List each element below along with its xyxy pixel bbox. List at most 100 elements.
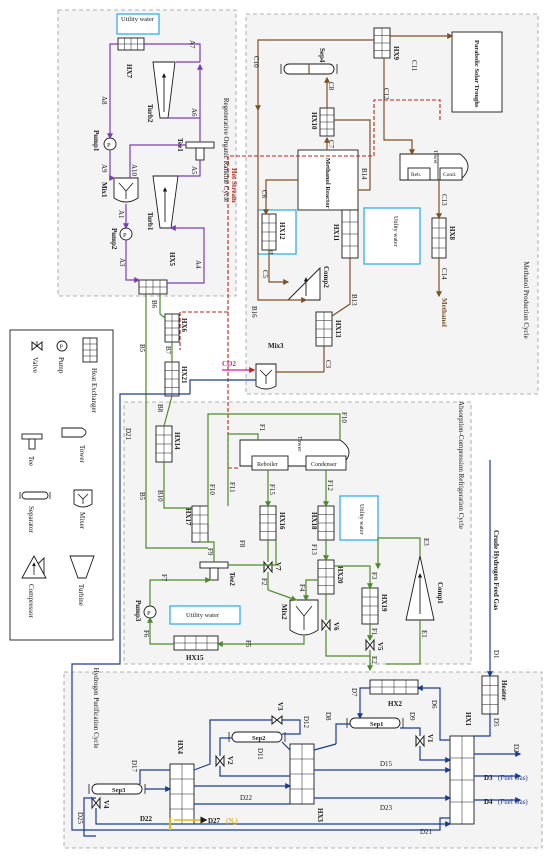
label-e1: E1 (420, 630, 428, 638)
orc-utility-water (116, 13, 160, 35)
stream-a5 (178, 160, 201, 177)
util-water-3-label: Utility water (358, 504, 364, 535)
hx1-label: HX1 (464, 712, 472, 727)
label-a4: A4 (194, 260, 202, 269)
hx14-label: HX14 (173, 432, 181, 450)
label-b5: B5 (138, 344, 146, 353)
orc-utility-water-label: Utility water (121, 16, 155, 23)
hx3-label: HX3 (316, 808, 324, 823)
label-c11: C11 (410, 60, 418, 72)
v4-label: V4 (102, 800, 110, 809)
methanol-tower: Reb. Cond. Tower (399, 150, 469, 181)
label-n2: (N₂) (226, 817, 238, 825)
label-f9: F9 (206, 548, 214, 556)
label-f13: F13 (310, 544, 318, 555)
condenser-label: Condenser (311, 462, 337, 468)
stream-f2 (267, 572, 298, 602)
hx18: HX18 (310, 505, 335, 541)
hx7: HX7 (117, 37, 145, 79)
sep4-label: Sep4 (318, 48, 326, 63)
comp2-label: Comp2 (322, 266, 330, 288)
label-b8: B8 (156, 404, 164, 413)
label-d11: D11 (256, 748, 264, 760)
turb1: Turb1 (146, 175, 179, 231)
stream-d17 (139, 769, 170, 784)
label-f1-top: F1 (258, 424, 266, 432)
stream-b6 (159, 294, 166, 319)
label-d25: D22 (240, 794, 253, 802)
stream-b16 (257, 110, 308, 303)
label-c5: C5 (261, 270, 269, 279)
label-c3: C3 (324, 360, 332, 369)
hot-stream-branch (179, 311, 228, 350)
v2-label: V2 (226, 756, 234, 765)
label-d3: D3 (484, 774, 493, 782)
hx12-label: HX12 (278, 222, 286, 240)
label-d23: D25 (76, 812, 84, 825)
hx19-label: HX19 (380, 594, 388, 612)
hx2-label: HX2 (388, 700, 403, 708)
stream-d12 (282, 719, 301, 735)
stream-d21 (95, 808, 452, 827)
hx9-label: HX9 (392, 46, 400, 61)
legend-valve-label: Valve (31, 357, 39, 373)
stream-a10 (129, 144, 186, 178)
label-d17: D17 (130, 760, 138, 773)
label-c6: C6 (260, 190, 268, 199)
v7-label: V7 (274, 562, 282, 571)
orc-region-title: Regenerative Organic Rankine Cycle (222, 98, 230, 202)
hx13-label: HX13 (334, 320, 342, 338)
label-d8: D8 (324, 712, 332, 721)
label-d22-visible: D22 (140, 815, 153, 823)
absorption-utility-water (339, 495, 379, 541)
label-d6: D6 (430, 700, 438, 709)
feed-label: Crude Hydrogen Feed Gas (492, 530, 500, 610)
label-a6: A6 (190, 108, 198, 117)
hx18-label: HX18 (310, 512, 318, 530)
svg-text:P: P (60, 345, 64, 351)
absorption-tower: Reboiler Condenser Tower (239, 436, 350, 471)
label-f4: F4 (298, 584, 306, 592)
svg-text:P: P (123, 232, 127, 239)
stream-d8 (335, 723, 350, 744)
label-b10: B10 (156, 490, 164, 502)
trough-label: Parabolic Solar Troughs (473, 40, 480, 108)
label-d26: D23 (380, 804, 393, 812)
legend (9, 329, 114, 641)
legend-compressor: Compressor (21, 555, 47, 619)
stream-b8 (163, 395, 173, 427)
label-d15: D15 (380, 760, 393, 768)
legend-separator: Separator (19, 491, 51, 533)
stream-b13 (331, 258, 351, 317)
valve-v2: V2 (215, 754, 234, 768)
legend-pump-label: Pump (57, 357, 65, 374)
methanol-product-label: Methanol (440, 298, 448, 327)
hot-stream-label: Hot Stream (230, 168, 238, 203)
hx4-label: HX4 (176, 740, 184, 755)
label-d12: D12 (302, 716, 310, 729)
stream-a9 (109, 150, 116, 181)
co2-label: CO2 (222, 360, 237, 368)
label-d27: D27 (208, 817, 221, 825)
mix1: Mix1 (100, 177, 139, 203)
hx6-label: HX6 (180, 318, 188, 333)
pump1-label: Pump1 (92, 130, 100, 152)
hx11-label: HX11 (332, 224, 340, 242)
comp1-label: Comp1 (436, 582, 444, 604)
sep3-label: Sep3 (112, 787, 126, 794)
label-a8: A8 (100, 96, 108, 105)
hx1: HX1 (449, 712, 475, 825)
stream-e3 (375, 537, 421, 570)
stream-b10 (163, 462, 192, 509)
label-a1: A1 (117, 210, 125, 219)
valve-v1: V1 (415, 734, 434, 748)
valve-v5: V5 (365, 638, 384, 652)
stream-d9 (400, 727, 421, 736)
label-c8: C8 (327, 82, 335, 91)
stream-d6 (416, 685, 450, 741)
stream-e1 (386, 620, 421, 665)
stream-f3 (334, 565, 373, 590)
hx17-label: HX17 (184, 508, 192, 526)
mix3: Mix3 (255, 342, 284, 390)
